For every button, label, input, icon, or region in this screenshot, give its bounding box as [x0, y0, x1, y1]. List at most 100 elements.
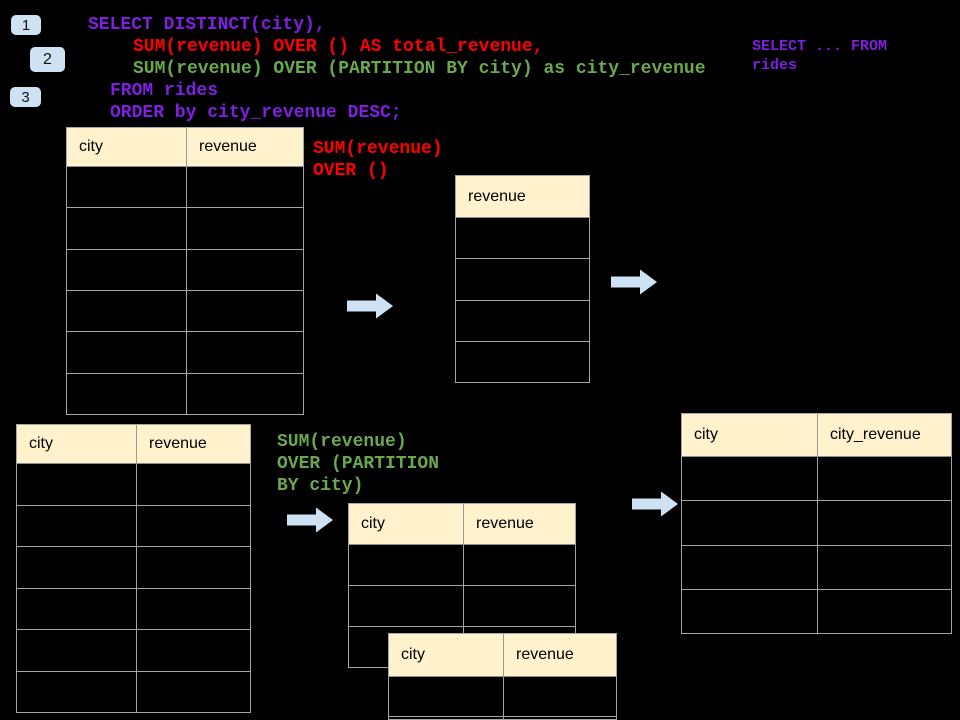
table-cell — [456, 342, 589, 382]
table-cell — [187, 374, 303, 414]
table-cell — [187, 167, 303, 207]
table-cell — [67, 167, 187, 208]
table-cell — [17, 630, 137, 671]
side-note-line-2: rides — [752, 57, 798, 74]
column-header-city-revenue: city_revenue — [830, 426, 921, 443]
table-cell — [17, 464, 137, 505]
table-cell — [17, 505, 137, 546]
table-cell — [818, 590, 951, 633]
table-cell — [17, 671, 137, 712]
table-cell — [67, 290, 187, 332]
step-badge-1: 1 — [11, 15, 41, 35]
side-note-line-1: SELECT ... FROM — [752, 38, 888, 55]
table-cell — [456, 301, 589, 341]
table-header: city city_revenue — [682, 414, 951, 457]
table-cell — [389, 677, 504, 716]
table-row — [682, 545, 951, 590]
sql-line-from: FROM rides — [110, 81, 219, 101]
table-row — [456, 301, 589, 342]
table-cell — [682, 589, 818, 633]
table-cell — [187, 332, 303, 372]
table-header: revenue — [456, 176, 589, 218]
table-city-revenue-result: city city_revenue — [681, 413, 952, 634]
column-header-city: city — [349, 504, 464, 544]
arrow-right-icon — [287, 507, 334, 533]
sql-line-order-by: ORDER by city_revenue DESC; — [110, 103, 402, 123]
arrow-right-icon — [347, 293, 394, 319]
arrow-right-icon — [632, 491, 679, 517]
annotation-partition-line-1: SUM(revenue) — [277, 432, 407, 452]
table-row — [389, 677, 616, 717]
table-cell — [682, 501, 818, 545]
table-cell — [17, 547, 137, 588]
table-cell — [456, 218, 589, 258]
table-cell — [67, 208, 187, 249]
sql-line-total-sum: SUM(revenue) OVER () AS total_revenue, — [133, 37, 544, 57]
column-header-revenue: revenue — [516, 646, 574, 663]
table-cell — [682, 545, 818, 589]
annotation-partition-line-3: BY city) — [277, 476, 364, 496]
table-cell — [504, 677, 616, 716]
table-row — [67, 290, 303, 333]
sql-line-partition: SUM(revenue) OVER (PARTITION BY city) as… — [133, 59, 706, 79]
table-cell — [818, 546, 951, 589]
column-header-revenue: revenue — [199, 138, 257, 155]
table-row — [17, 547, 250, 589]
column-header-city: city — [67, 128, 187, 166]
column-header-city: city — [17, 425, 137, 463]
table-row — [349, 586, 575, 627]
table-cell — [137, 464, 250, 505]
table-row — [389, 717, 616, 719]
column-header-revenue: revenue — [476, 515, 534, 532]
table-cell — [818, 501, 951, 544]
sql-line-select: SELECT DISTINCT(city), — [88, 15, 326, 35]
table-cell — [349, 586, 464, 626]
table-cell — [456, 259, 589, 299]
table-cell — [464, 545, 575, 585]
table-cell — [682, 457, 818, 501]
table-row — [67, 167, 303, 209]
column-header-city: city — [682, 414, 818, 456]
step-badge-3: 3 — [10, 87, 41, 107]
table-cell — [137, 672, 250, 713]
table-row — [17, 464, 250, 506]
table-row — [67, 249, 303, 291]
table-row — [67, 373, 303, 414]
table-total-revenue-result: revenue — [455, 175, 590, 383]
table-cell — [187, 291, 303, 331]
table-rides-source-top: city revenue — [66, 127, 304, 415]
table-cell — [818, 457, 951, 500]
column-header-revenue: revenue — [149, 435, 207, 452]
table-cell — [137, 547, 250, 588]
table-partition-overlay: city revenue — [388, 633, 617, 720]
table-row — [682, 457, 951, 502]
table-cell — [464, 586, 575, 626]
table-cell — [137, 630, 250, 671]
table-partition-step: city revenue — [348, 503, 576, 668]
table-header: city revenue — [67, 128, 303, 167]
table-row — [682, 589, 951, 633]
table-row — [349, 545, 575, 586]
table-row — [456, 342, 589, 382]
table-row — [682, 501, 951, 546]
column-header-city: city — [389, 634, 504, 676]
table-row — [17, 671, 250, 713]
table-row — [17, 505, 250, 547]
table-cell — [137, 589, 250, 630]
annotation-total-line-1: SUM(revenue) — [313, 139, 443, 159]
table-cell — [137, 506, 250, 547]
table-cell — [389, 717, 504, 719]
table-row — [17, 588, 250, 630]
table-row — [456, 259, 589, 301]
column-header-revenue: revenue — [468, 187, 526, 205]
table-cell — [17, 588, 137, 629]
table-rides-source-bottom: city revenue — [16, 424, 251, 713]
annotation-total-line-2: OVER () — [313, 161, 389, 181]
table-cell — [349, 545, 464, 585]
table-row — [67, 332, 303, 374]
table-cell — [67, 332, 187, 373]
table-cell — [67, 249, 187, 290]
table-cell — [187, 250, 303, 290]
table-cell — [187, 208, 303, 248]
arrow-right-icon — [611, 269, 658, 295]
